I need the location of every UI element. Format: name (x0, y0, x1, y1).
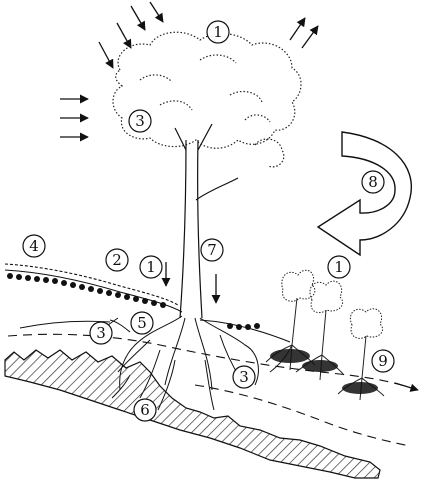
litter-layer (4, 263, 183, 313)
deep-drainage-line (194, 384, 411, 447)
svg-text:3: 3 (239, 368, 249, 386)
rainfall-arrows (161, 262, 221, 304)
svg-text:5: 5 (137, 314, 147, 332)
subsurface-flow-arrowhead (394, 382, 419, 392)
svg-text:1: 1 (334, 258, 344, 276)
label-9: 9 (371, 349, 395, 373)
svg-text:7: 7 (207, 241, 217, 259)
svg-text:3: 3 (96, 324, 106, 342)
subsurface-flow-line (7, 333, 406, 387)
tree-trunk (174, 123, 239, 319)
hatched-bedrock (4, 349, 381, 479)
label-4: 4 (22, 234, 46, 258)
label-3-left: 3 (89, 321, 113, 345)
svg-text:8: 8 (368, 173, 378, 191)
label-2: 2 (105, 248, 129, 272)
svg-text:9: 9 (378, 352, 388, 370)
label-5: 5 (130, 311, 154, 335)
horizontal-wind-arrows (60, 94, 89, 142)
label-6: 6 (133, 398, 157, 422)
label-1-mid: 1 (139, 255, 163, 279)
label-1-right: 1 (327, 255, 351, 279)
tree-canopy (112, 31, 302, 168)
svg-text:2: 2 (112, 251, 122, 269)
curved-cycle-arrow (316, 131, 412, 257)
label-1-top: 1 (206, 20, 230, 44)
svg-text:1: 1 (146, 258, 156, 276)
label-7: 7 (200, 238, 224, 262)
sapling-root-mass (270, 349, 378, 394)
svg-text:3: 3 (135, 112, 145, 130)
incoming-radiation-arrows (98, 1, 164, 69)
litter-dots (7, 273, 260, 330)
svg-text:4: 4 (29, 237, 39, 255)
label-3-root: 3 (232, 365, 256, 389)
label-3-canopy: 3 (128, 109, 152, 133)
svg-text:6: 6 (140, 401, 150, 419)
svg-text:1: 1 (213, 23, 223, 41)
saplings (265, 269, 385, 401)
label-8: 8 (361, 170, 385, 194)
outgoing-radiation-arrows (289, 17, 319, 49)
